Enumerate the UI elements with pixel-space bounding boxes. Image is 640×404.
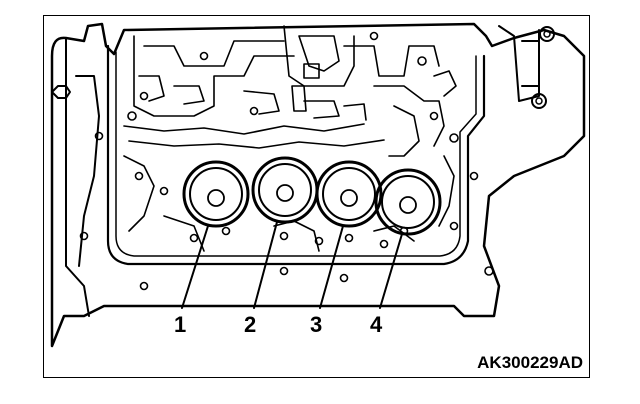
left-case-wall: [65, 37, 100, 317]
case-outline: [50, 22, 586, 348]
leader-lines: [181, 221, 403, 309]
bolt-left-hex: [51, 85, 71, 99]
bolt-top-right: [539, 26, 555, 42]
hydraulic-passages: [123, 25, 457, 252]
valve-body-illustration: [50, 22, 586, 348]
bolt-right: [531, 93, 547, 109]
accumulator-piston-2: [251, 156, 319, 224]
callout-label-1: 1: [174, 312, 187, 337]
pan-rim-inner: [115, 51, 477, 257]
diagram-frame: 1 2 3 4 AK300229AD: [43, 15, 590, 378]
passage-holes: [79, 31, 494, 291]
pan-rim: [106, 44, 486, 266]
figure-code: AK300229AD: [477, 353, 583, 372]
callout-label-4: 4: [370, 312, 383, 337]
accumulator-piston-4: [374, 168, 442, 236]
right-bracket: [498, 25, 540, 102]
accumulator-piston-1: [182, 160, 250, 228]
callout-label-3: 3: [310, 312, 323, 337]
accumulator-piston-3: [315, 160, 383, 228]
callout-label-2: 2: [244, 312, 257, 337]
